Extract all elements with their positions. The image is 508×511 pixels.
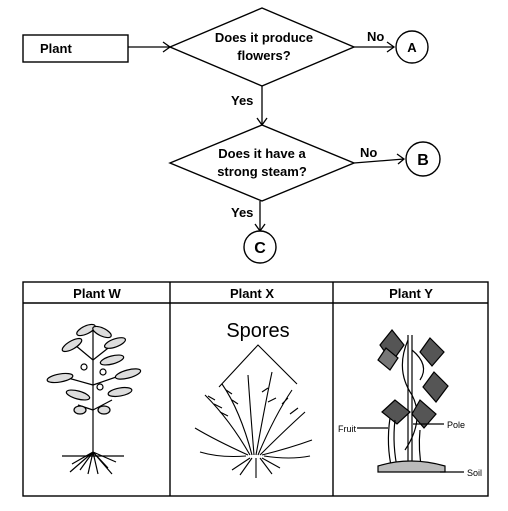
header-plant-x: Plant X: [230, 286, 274, 301]
outcome-a: A: [395, 30, 429, 64]
outcome-b-label: B: [417, 152, 429, 169]
decision-flowers-line1: Does it produce: [215, 30, 313, 45]
outcome-c: C: [243, 230, 277, 264]
arrow-start-to-q1: [128, 41, 172, 53]
no-label-2: No: [360, 145, 377, 160]
decision-stem: Does it have a strong steam?: [168, 124, 356, 202]
plant-w-illustration: [46, 323, 142, 475]
yes-label-2: Yes: [231, 205, 253, 220]
start-label: Plant: [40, 41, 72, 56]
start-box: Plant: [22, 34, 129, 63]
outcome-c-label: C: [254, 240, 266, 257]
decision-flowers: Does it produce flowers?: [168, 7, 356, 87]
outcome-b: B: [405, 141, 441, 177]
arrow-q2-yes: Yes: [231, 201, 266, 233]
soil-label: Soil: [467, 468, 482, 478]
plant-x-illustration: [194, 344, 313, 478]
outcome-a-label: A: [407, 40, 417, 55]
pole-label: Pole: [447, 420, 465, 430]
decision-stem-line1: Does it have a: [218, 146, 306, 161]
plant-table: Plant W Plant X Plant Y: [22, 281, 489, 497]
arrow-q1-no: No: [354, 29, 396, 53]
header-plant-y: Plant Y: [389, 286, 433, 301]
spores-label: Spores: [226, 320, 289, 342]
fruit-label: Fruit: [338, 424, 356, 434]
decision-stem-line2: strong steam?: [217, 164, 307, 179]
arrow-q2-no: No: [353, 145, 406, 165]
header-plant-w: Plant W: [73, 286, 121, 301]
yes-label-1: Yes: [231, 93, 253, 108]
plant-y-illustration: [357, 329, 464, 473]
no-label-1: No: [367, 29, 384, 44]
decision-flowers-line2: flowers?: [237, 48, 291, 63]
arrow-q1-yes: Yes: [231, 86, 268, 127]
